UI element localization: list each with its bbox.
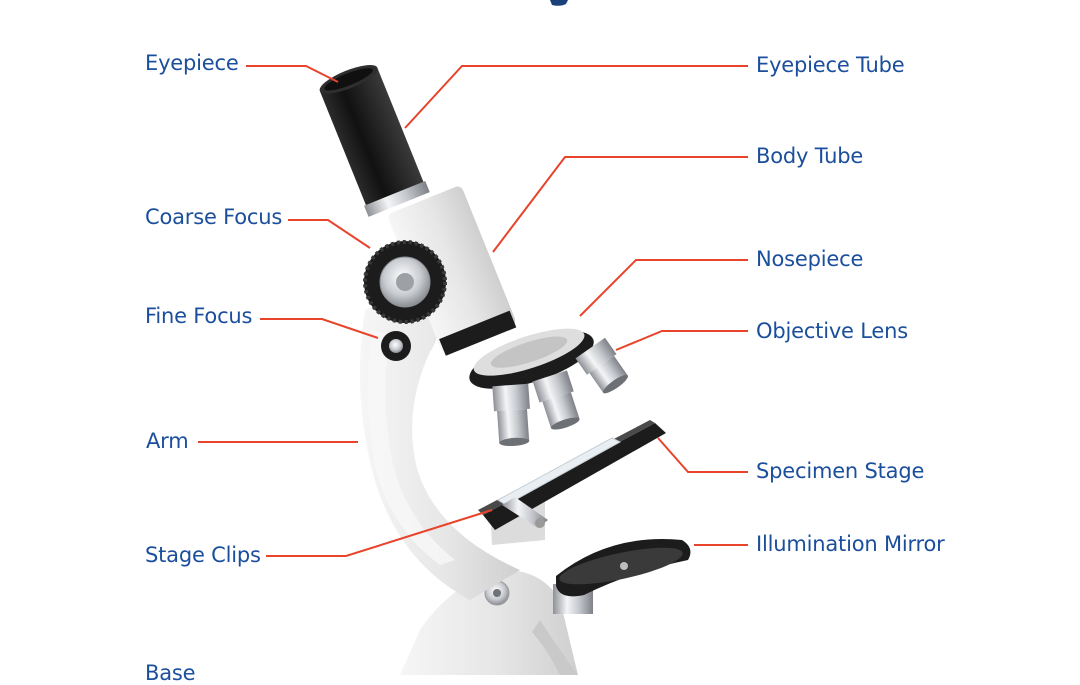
objective-lens-1 (492, 383, 530, 447)
coarse-focus-knob-center (396, 273, 414, 291)
stage-clip-screw-icon (535, 518, 545, 528)
leader-line-objective-lens (615, 330, 748, 351)
label-eyepiece: Eyepiece (145, 51, 239, 75)
label-stage-clips: Stage Clips (145, 543, 261, 567)
label-specimen-stage: Specimen Stage (756, 459, 925, 483)
label-coarse-focus: Coarse Focus (145, 205, 283, 229)
leader-lines (198, 65, 748, 557)
label-objective-lens: Objective Lens (756, 319, 908, 343)
title-fragment (550, 0, 568, 6)
microscope-arm (359, 306, 520, 600)
base-shadow (532, 620, 578, 675)
label-eyepiece-tube: Eyepiece Tube (756, 53, 905, 77)
leader-line-eyepiece (246, 65, 339, 83)
label-arm: Arm (146, 429, 189, 453)
body-tube (388, 186, 517, 356)
objective-lens-3 (575, 337, 628, 394)
coarse-focus-knob-teeth (363, 240, 447, 324)
label-body-tube: Body Tube (756, 144, 864, 168)
fine-focus-knob-cap (389, 339, 403, 353)
label-base: Base (145, 661, 196, 685)
arm-highlight (367, 330, 455, 565)
leader-line-nosepiece (579, 259, 748, 317)
label-illumination-mirror: Illumination Mirror (756, 532, 945, 556)
illumination-mirror (553, 539, 691, 614)
nosepiece (469, 328, 594, 389)
label-nosepiece: Nosepiece (756, 247, 864, 271)
leader-line-body-tube (492, 156, 748, 253)
leader-line-stage-clips (266, 509, 493, 557)
glass-slide (497, 437, 622, 506)
base-screw-center (493, 589, 501, 597)
leader-line-coarse-focus (288, 219, 371, 249)
leader-line-fine-focus (260, 318, 379, 339)
microscope-base (400, 569, 578, 675)
objective-lens-2 (532, 370, 580, 430)
label-fine-focus: Fine Focus (145, 304, 253, 328)
leader-line-specimen-stage (657, 437, 748, 473)
eyepiece-tube (319, 65, 430, 217)
leader-line-eyepiece-tube (404, 65, 748, 129)
